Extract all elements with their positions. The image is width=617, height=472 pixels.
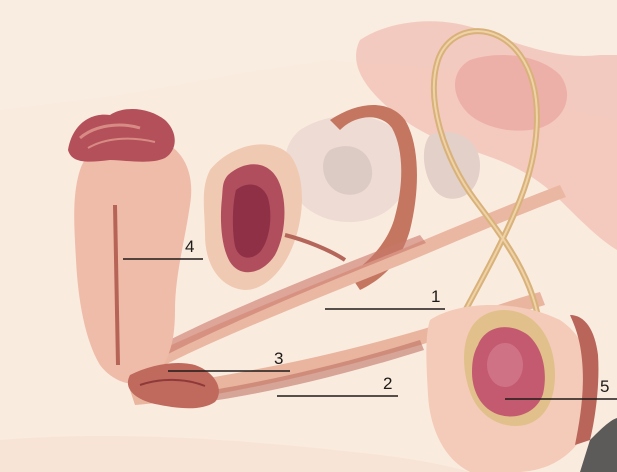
label-4: 4 [185,238,194,255]
label-2: 2 [383,375,392,392]
label-3: 3 [274,350,283,367]
label-5: 5 [600,378,609,395]
label-1: 1 [431,288,440,305]
